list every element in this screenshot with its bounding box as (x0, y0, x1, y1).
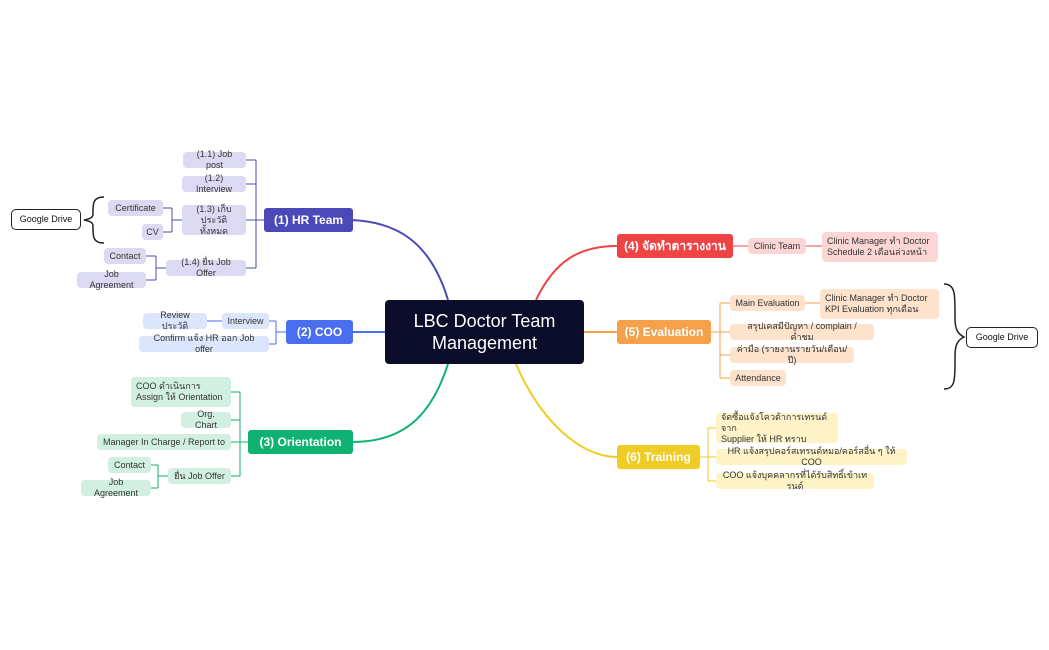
training-links (700, 427, 716, 482)
training-item-1[interactable]: จัดซื้อแจ้งโควต้าการเทรนด์จาก Supplier ใ… (716, 412, 838, 444)
branch-hr-team[interactable]: (1) HR Team (264, 208, 353, 232)
hr-job-post[interactable]: (1.1) Job post (183, 149, 246, 170)
eval-main[interactable]: Main Evaluation (730, 295, 805, 311)
training-item-3[interactable]: COO แจ้งบุคคลากรที่ได้รับสิทธิ์เข้าเทรนด… (716, 470, 874, 491)
hr-collect-history[interactable]: (1.3) เก็บประวัติ ทั้งหมด (182, 204, 246, 236)
sched-detail[interactable]: Clinic Manager ทำ Doctor Schedule 2 เดือ… (822, 232, 938, 262)
orientation-links (151, 391, 248, 489)
hr-interview[interactable]: (1.2) Interview (182, 173, 246, 194)
ori-org-chart[interactable]: Org. Chart (181, 409, 231, 430)
ori-manager-in-charge[interactable]: Manager In Charge / Report to (97, 434, 231, 450)
eval-summary[interactable]: สรุปเคสมีปัญหา / complain / คำชม (730, 321, 874, 342)
sched-clinic-team[interactable]: Clinic Team (748, 238, 806, 254)
branch-coo[interactable]: (2) COO (286, 320, 353, 344)
coo-confirm-hr[interactable]: Confirm แจ้ง HR ออก Job offer (139, 333, 269, 354)
ori-contact[interactable]: Contact (108, 457, 151, 473)
eval-google-drive[interactable]: Google Drive (966, 327, 1038, 348)
coo-review-history[interactable]: Review ประวัติ (143, 310, 207, 331)
coo-interview[interactable]: Interview (222, 313, 269, 329)
hr-certificate[interactable]: Certificate (108, 200, 163, 216)
hr-job-agreement[interactable]: Job Agreement (77, 269, 146, 290)
hr-job-offer[interactable]: (1.4) ยื่น Job Offer (166, 257, 246, 278)
ori-job-offer[interactable]: ยื่น Job Offer (168, 468, 231, 484)
training-item-2[interactable]: HR แจ้งสรุปคอร์สเทรนด์หมอ/คอร์สอื่น ๆ ให… (716, 446, 907, 467)
link-central-schedule (535, 245, 618, 301)
coo-links (207, 320, 286, 345)
branch-evaluation[interactable]: (5) Evaluation (617, 320, 711, 344)
eval-drive-brace (943, 283, 966, 390)
ori-coo-assign[interactable]: COO ดำเนินการ Assign ให้ Orientation (131, 377, 231, 407)
branch-schedule[interactable]: (4) จัดทำตารางงาน (617, 234, 733, 258)
link-central-training (515, 363, 618, 458)
hr-links (146, 159, 264, 281)
link-central-orientation (351, 363, 449, 443)
evaluation-links (711, 302, 820, 379)
ori-job-agreement[interactable]: Job Agreement (81, 477, 151, 498)
eval-main-detail[interactable]: Clinic Manager ทำ Doctor KPI Evaluation … (820, 289, 939, 319)
eval-attendance[interactable]: Attendance (730, 370, 786, 386)
hr-contact[interactable]: Contact (104, 248, 146, 264)
central-topic[interactable]: LBC Doctor Team Management (385, 300, 584, 364)
hr-drive-brace (83, 196, 105, 244)
branch-training[interactable]: (6) Training (617, 445, 700, 469)
eval-fees[interactable]: ค่ามือ (รายงานรายวัน/เดือน/ปี) (730, 344, 854, 365)
hr-google-drive[interactable]: Google Drive (11, 209, 81, 230)
link-central-hr (351, 219, 449, 301)
branch-orientation[interactable]: (3) Orientation (248, 430, 353, 454)
hr-cv[interactable]: CV (142, 224, 163, 240)
